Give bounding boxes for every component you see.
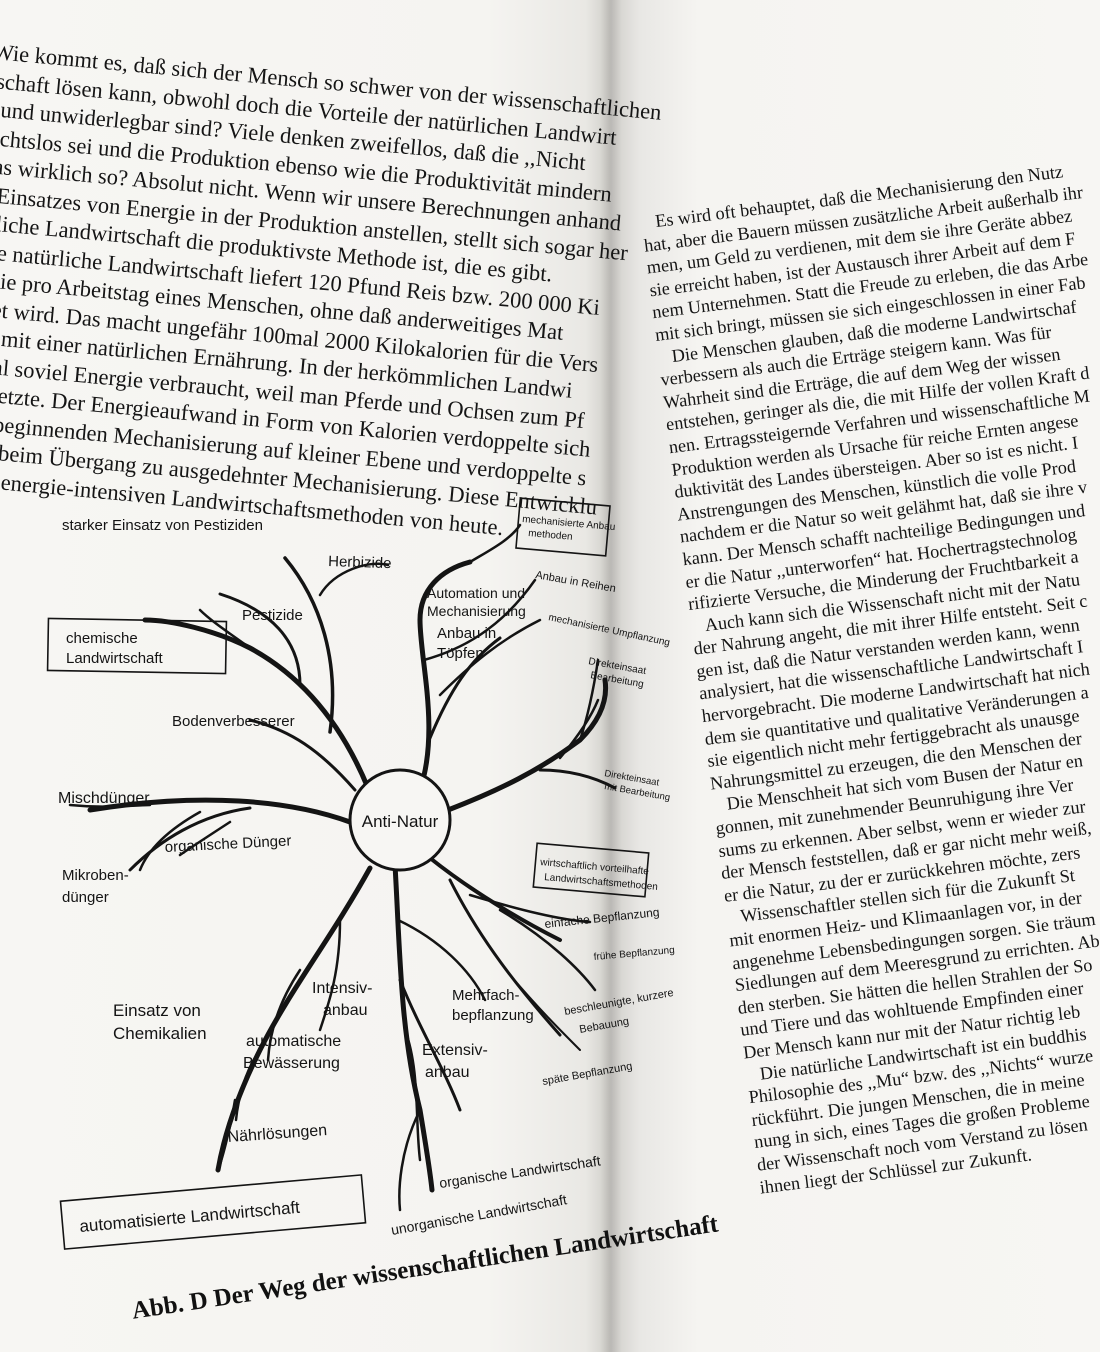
right-page [610,0,1100,1352]
label-spaete: späte Bepflanzung [541,1060,633,1088]
label-mikroben-1: Mikroben- [62,867,129,884]
label-extensiv-2: anbau [425,1064,470,1081]
label-anbau-toepfen-2: Töpfen [437,645,484,662]
label-automatisierte: automatisierte Landwirtschaft [79,1198,301,1236]
label-intensiv-1: Intensiv- [312,980,372,997]
center-node [348,768,452,872]
label-mischduenger: Mischdünger [58,790,150,807]
label-beschleunigte-1: beschleunigte, kurzere [563,987,674,1018]
label-mehrfach-2: bepflanzung [452,1007,534,1024]
label-bewaesserung-1: automatische [246,1033,341,1050]
label-naehrloesungen: Nährlösungen [227,1122,328,1146]
label-beschleunigte-2: Bebauung [578,1015,629,1036]
label-anbau-toepfen-1: Anbau in [437,625,496,642]
left-page [0,0,610,1352]
label-organische-duenger: organische Dünger [164,832,291,856]
box-mechanisierte [515,497,611,557]
label-anbau-reihen: Anbau in Reihen [534,569,616,595]
box-wirtschaftlich [532,842,650,898]
label-chemikalien-1: Einsatz von [113,1001,201,1020]
label-chemikalien-2: Chemikalien [113,1024,207,1043]
box-chemische [46,617,228,675]
label-fruehe: frühe Bepflanzung [593,945,675,963]
label-mech-anbau-2: methoden [528,528,573,543]
center-label: Anti-Natur [362,812,439,831]
label-chemische-2: Landwirtschaft [66,650,164,667]
label-pestizide-einsatz: starker Einsatz von Pestiziden [62,517,263,534]
label-pestizide: Pestizide [242,607,303,624]
label-mehrfach-1: Mehrfach- [452,987,520,1004]
label-chemische-1: chemische [66,630,138,647]
label-einfache: einfache Bepflanzung [544,905,660,931]
label-mikroben-2: dünger [62,889,109,906]
label-organische-lw: organische Landwirtschaft [438,1152,601,1190]
label-bodenverbesserer: Bodenverbesserer [172,713,295,730]
tree-diagram: Anti-Natur starker Einsatz von Pestizide… [0,470,700,1310]
label-extensiv-1: Extensiv- [422,1042,488,1059]
label-automation-2: Mechanisierung [427,603,526,619]
label-automation-1: Automation und [427,585,525,601]
label-unorganische-lw: unorganische Landwirtschaft [390,1191,568,1238]
book-gutter [600,0,622,1352]
label-herbizide: Herbizide [328,553,392,572]
box-automatisierte [59,1174,367,1250]
label-mech-umpfl: mechanisierte Umpflanzung [547,612,671,649]
label-bewaesserung-2: Bewässerung [243,1055,340,1072]
label-intensiv-2: anbau [323,1002,368,1019]
